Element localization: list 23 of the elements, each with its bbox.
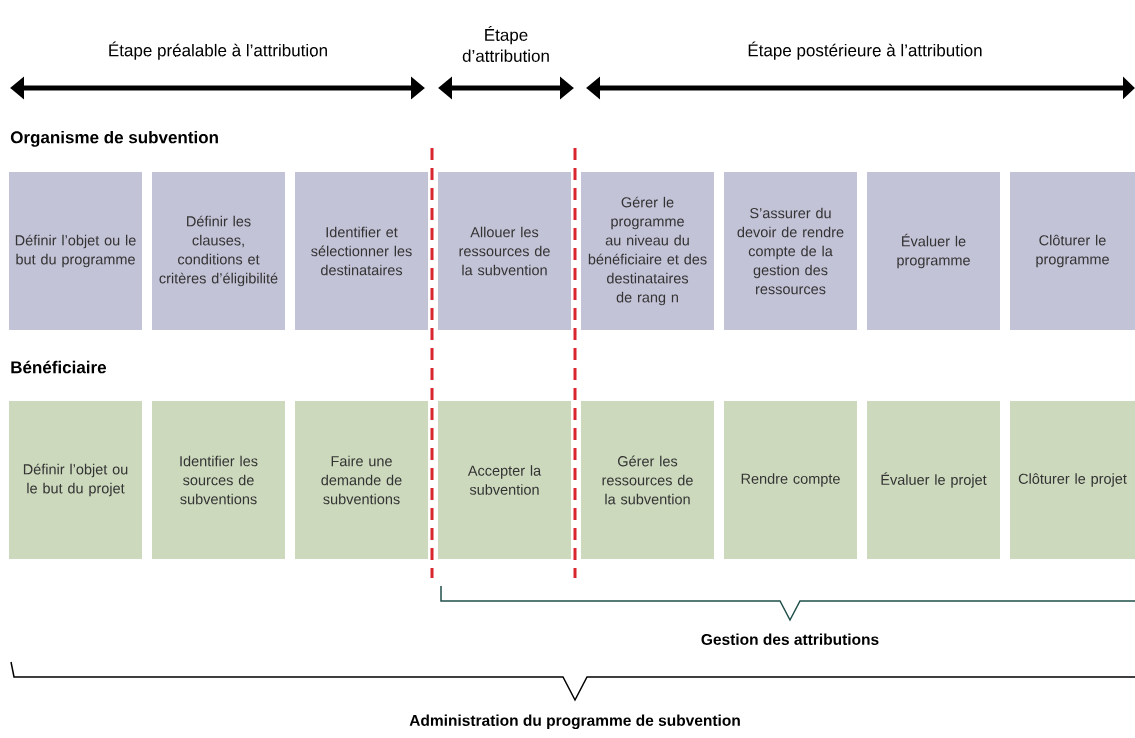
process-box: Définir l’objet ou le but du projet	[9, 401, 142, 559]
process-box: Clôturer le projet	[1010, 401, 1135, 559]
process-box: Évaluer le programme	[867, 172, 1000, 330]
phase-label: Étape postérieure à l’attribution	[748, 41, 982, 60]
phase-label: Étape d’attribution	[462, 26, 549, 62]
process-box: Clôturer le programme	[1010, 172, 1135, 330]
row-heading: Bénéficiaire	[11, 360, 106, 374]
process-box: Identifier les sources de subventions	[152, 401, 285, 559]
bracket-label: Administration du programme de subvention	[409, 714, 740, 730]
process-box: Identifier et sélectionner les destinataires	[295, 172, 428, 330]
process-box: Définir les clauses, conditions et critères d’éligibilité	[152, 172, 285, 330]
process-box: S’assurer du devoir de rendre compte de la gestion des ressources	[724, 172, 857, 330]
process-box: Gérer le programme au niveau du bénéficiaire et des destinataires de rang n	[581, 172, 714, 330]
row-heading: Organisme de subvention	[10, 130, 218, 147]
process-box: Faire une demande de subventions	[295, 401, 428, 559]
process-box: Définir l’objet ou le but du programme	[9, 172, 142, 330]
process-box: Accepter la subvention	[438, 401, 571, 559]
phase-label: Étape préalable à l’attribution	[109, 41, 327, 60]
process-box: Gérer les ressources de la subvention	[581, 401, 714, 559]
process-box: Allouer les ressources de la subvention	[438, 172, 571, 330]
process-box: Évaluer le projet	[867, 401, 1000, 559]
bracket-label: Gestion des attributions	[701, 633, 879, 645]
process-box: Rendre compte	[724, 401, 857, 559]
